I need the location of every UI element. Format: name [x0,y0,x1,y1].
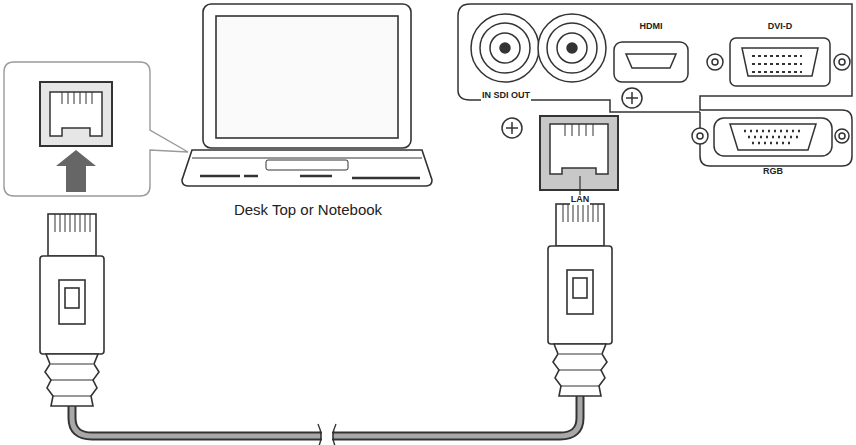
port-label: RGB [762,167,784,177]
port-label: HDMI [639,22,664,32]
laptop-drawing [182,4,432,186]
port-label: LAN [570,195,591,205]
port-label: IN SDI OUT [481,91,531,101]
lan-port-icon [40,82,112,192]
port-label: DVI-D [767,22,794,32]
callout-bubble [4,62,188,196]
lan-cable [40,176,612,445]
terminal-panel [458,4,852,190]
device-caption: Desk Top or Notebook [233,202,383,219]
